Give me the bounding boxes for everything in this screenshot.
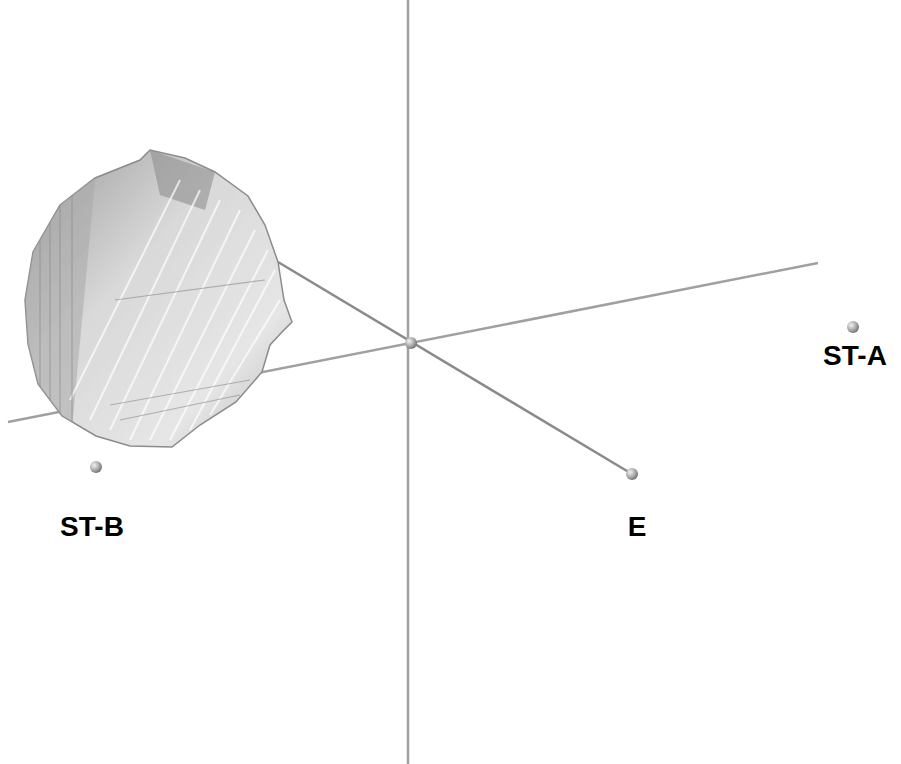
- earth-dot: [626, 468, 638, 480]
- cme-volume: [25, 150, 292, 450]
- sight-line: [278, 262, 632, 474]
- point-label: ST-A: [823, 341, 887, 372]
- point-label: ST-B: [60, 512, 124, 543]
- origin-dot: [405, 337, 417, 349]
- axis-line: [407, 0, 410, 764]
- spacecraft-dot: [847, 321, 859, 333]
- point-label: E: [628, 512, 647, 543]
- spacecraft-dot: [90, 461, 102, 473]
